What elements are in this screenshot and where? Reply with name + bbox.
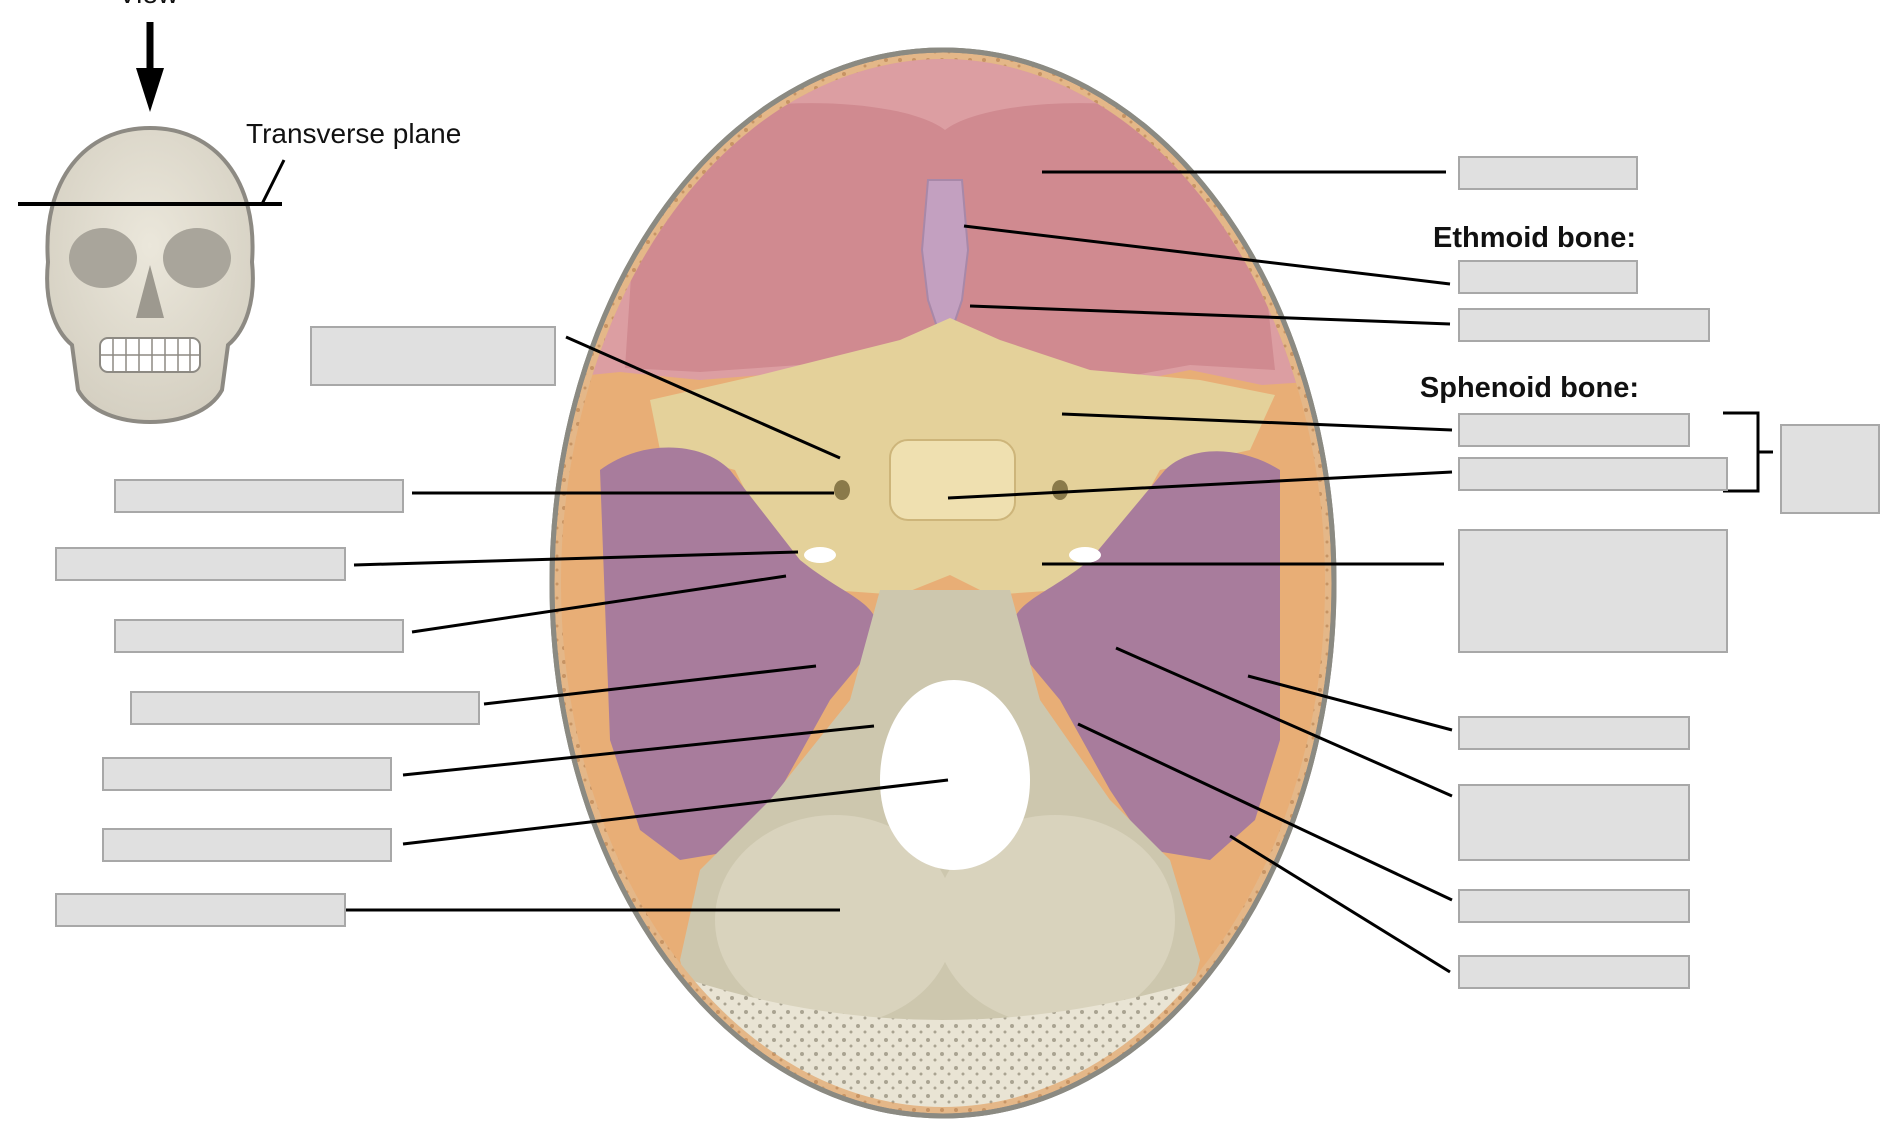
label-box-left-7[interactable]: [102, 828, 392, 862]
label-box-ethmoid-2[interactable]: [1458, 308, 1710, 342]
label-box-left-5[interactable]: [130, 691, 480, 725]
label-box-right-10[interactable]: [1458, 955, 1690, 989]
label-box-right-9[interactable]: [1458, 889, 1690, 923]
anterior-skull-thumbnail: [45, 125, 255, 425]
label-box-right-6[interactable]: [1458, 529, 1728, 653]
label-box-frontal[interactable]: [1458, 156, 1638, 190]
label-box-left-6[interactable]: [102, 757, 392, 791]
view-arrow-icon: [136, 22, 164, 112]
view-label: View: [118, 0, 178, 10]
label-box-left-3[interactable]: [55, 547, 346, 581]
label-box-right-7[interactable]: [1458, 716, 1690, 750]
label-box-right-8[interactable]: [1458, 784, 1690, 861]
sphenoid-bracket: [1723, 411, 1773, 493]
label-box-sphenoid-2[interactable]: [1458, 457, 1728, 491]
label-box-left-2[interactable]: [114, 479, 404, 513]
leader-lines: [346, 170, 1453, 974]
label-box-sphenoid-1[interactable]: [1458, 413, 1690, 447]
label-box-left-1[interactable]: [310, 326, 556, 386]
cranial-floor-superior-view: [549, 47, 1337, 1119]
label-box-sphenoid-group[interactable]: [1780, 424, 1880, 514]
label-box-ethmoid-1[interactable]: [1458, 260, 1638, 294]
ethmoid-heading: Ethmoid bone:: [1433, 222, 1636, 254]
sphenoid-heading: Sphenoid bone:: [1419, 372, 1639, 404]
transverse-plane-label: Transverse plane: [246, 118, 462, 149]
label-box-left-8[interactable]: [55, 893, 346, 927]
label-box-left-4[interactable]: [114, 619, 404, 653]
